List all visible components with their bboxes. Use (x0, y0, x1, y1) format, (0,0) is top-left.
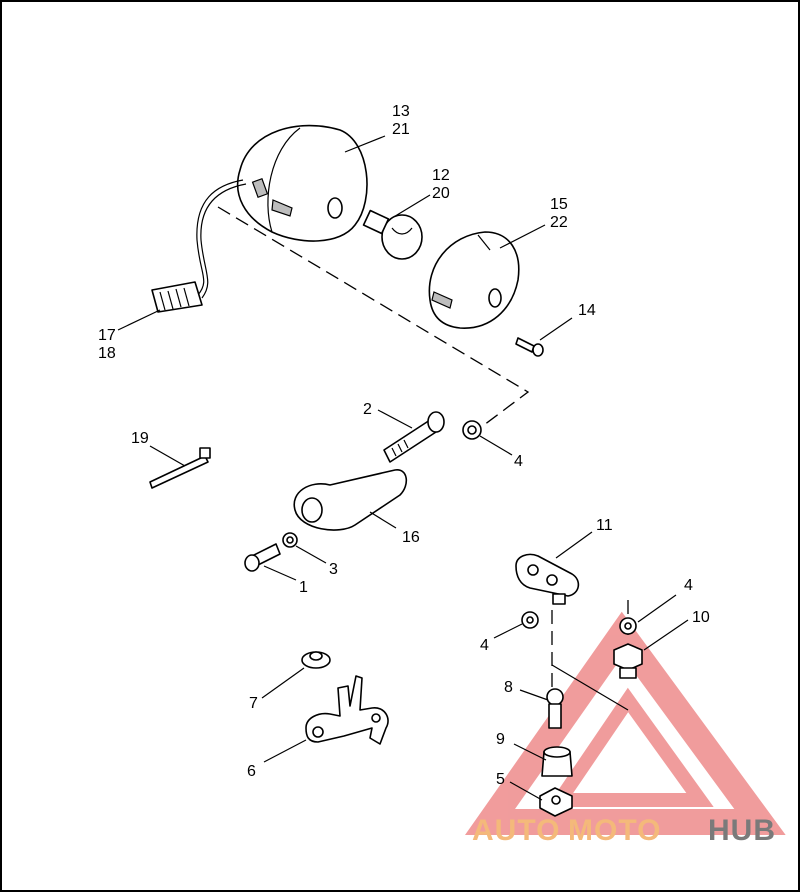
callout-22: 22 (550, 214, 568, 231)
leader-lines (117, 135, 689, 801)
nut-5 (539, 787, 573, 817)
ball-stud (546, 688, 564, 729)
cable-tie (149, 447, 211, 489)
callout-21: 21 (392, 121, 410, 138)
callout-13: 13 (392, 103, 410, 120)
callout-11: 11 (596, 517, 613, 534)
bulb (362, 209, 423, 260)
wire-harness (196, 179, 244, 296)
callout-3: 3 (329, 561, 338, 578)
callout-numbers: 13 21 12 20 15 22 14 17 18 2 4 19 16 3 1… (98, 103, 710, 788)
lamp-housing (236, 124, 368, 242)
spacer-9 (541, 746, 573, 777)
assembly-line-link (551, 664, 629, 711)
watermark-text: AUTO MOTO HUB (472, 814, 776, 847)
screw-1 (244, 543, 281, 572)
callout-16: 16 (402, 529, 420, 546)
callout-12: 12 (432, 167, 450, 184)
bracket-6 (305, 675, 389, 745)
callout-2: 2 (363, 401, 372, 418)
connector (151, 281, 203, 313)
callout-8: 8 (504, 679, 513, 696)
screw-14 (515, 337, 544, 357)
callout-6: 6 (247, 763, 256, 780)
callout-20: 20 (432, 185, 450, 202)
callout-15: 15 (550, 196, 568, 213)
watermark-hub: HUB (708, 814, 776, 847)
callout-19: 19 (131, 430, 149, 447)
callout-9: 9 (496, 731, 505, 748)
callout-4-right: 4 (684, 577, 693, 594)
callout-14: 14 (578, 302, 596, 319)
lens (428, 231, 520, 329)
mounting-arm (293, 469, 408, 531)
nut-10 (613, 643, 643, 679)
callout-4-left: 4 (480, 637, 489, 654)
callout-10: 10 (692, 609, 710, 626)
callout-4-top: 4 (514, 453, 523, 470)
callout-17: 17 (98, 327, 116, 344)
mounting-plate (515, 553, 580, 605)
assembly-line-lamp (217, 206, 530, 429)
callout-1: 1 (299, 579, 308, 596)
callout-7: 7 (249, 695, 258, 712)
watermark-auto: AUTO (472, 814, 560, 847)
callout-5: 5 (496, 771, 505, 788)
watermark-moto: MOTO (568, 814, 661, 847)
grommet-7 (301, 651, 331, 669)
bolt-2 (383, 411, 445, 463)
callout-18: 18 (98, 345, 116, 362)
